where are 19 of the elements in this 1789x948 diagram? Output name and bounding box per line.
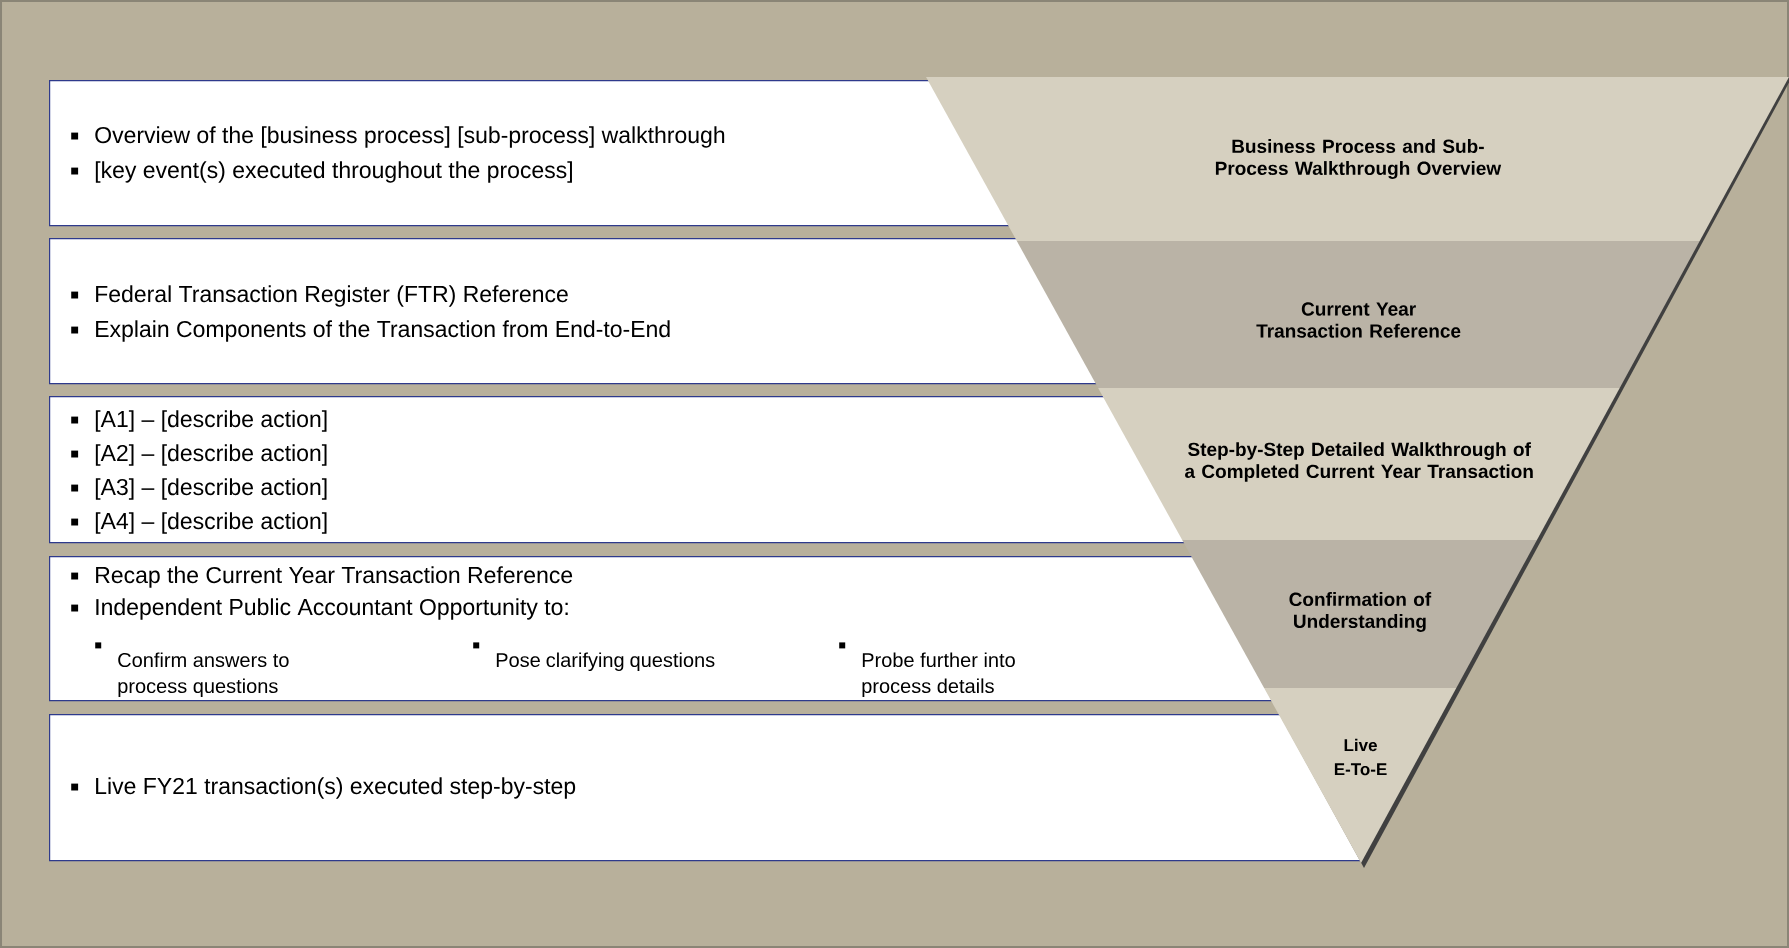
bullet-item: Live FY21 transaction(s) executed step-by-step: [71, 777, 576, 799]
bullet-item: Federal Transaction Register (FTR) Reference: [71, 285, 568, 307]
bullet-item: Independent Public Accountant Opportunity to:: [71, 598, 568, 620]
sub-bullet-item: Pose clarifying questions: [473, 642, 715, 672]
bullet-item: Recap the Current Year Transaction Reference: [71, 566, 573, 588]
bullet-item: [A3] – [describe action]: [71, 478, 327, 500]
funnel-band: Confirmation of Understanding: [1182, 540, 1537, 688]
bullet-item: Overview of the [business process] [sub-process] walkthrough: [71, 126, 725, 148]
funnel-band: Live E-To-E: [1264, 688, 1457, 863]
funnel-band: Business Process and Sub-Process Walkthrough Overview: [926, 77, 1789, 241]
sub-bullet-item: Confirm answers to process questions: [95, 642, 289, 698]
funnel-band: Current Year Transaction Reference: [1016, 241, 1700, 388]
bullet-item: [key event(s) executed throughout the process]: [71, 161, 572, 183]
bullet-item: [A1] – [describe action]: [71, 410, 327, 432]
bullet-item: [A2] – [describe action]: [71, 444, 327, 466]
sub-bullet-item: Probe further into process details: [839, 642, 1015, 698]
funnel-band: Step-by-Step Detailed Walkthrough of a Completed Current Year Transaction: [1098, 388, 1620, 540]
bullet-item: Explain Components of the Transaction from End-to-End: [71, 320, 670, 342]
bullet-item: [A4] – [describe action]: [71, 512, 327, 534]
